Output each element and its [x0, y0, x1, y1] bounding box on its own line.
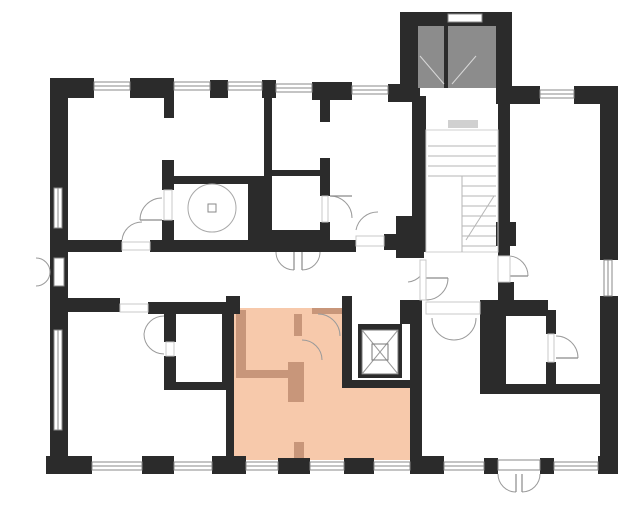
- elevator-shaft: [418, 26, 496, 88]
- round-table-icon: [187, 183, 237, 233]
- small-elevator-icon: [358, 324, 402, 378]
- openings: [119, 189, 555, 363]
- highlighted-unit[interactable]: [234, 308, 416, 460]
- highlighted-unit-floor: [234, 308, 416, 460]
- highlighted-unit-inner-wall: [294, 442, 304, 460]
- highlighted-unit-inner-wall: [294, 314, 302, 336]
- staircase: [425, 120, 499, 253]
- highlighted-unit-inner-wall: [236, 310, 246, 378]
- highlighted-unit-inner-wall: [288, 362, 304, 402]
- interior-walls: [68, 84, 600, 460]
- highlighted-unit-inner-wall: [312, 308, 346, 314]
- highlighted-unit-inner-wall: [246, 370, 296, 378]
- doors: [35, 195, 579, 493]
- windows: [53, 13, 613, 471]
